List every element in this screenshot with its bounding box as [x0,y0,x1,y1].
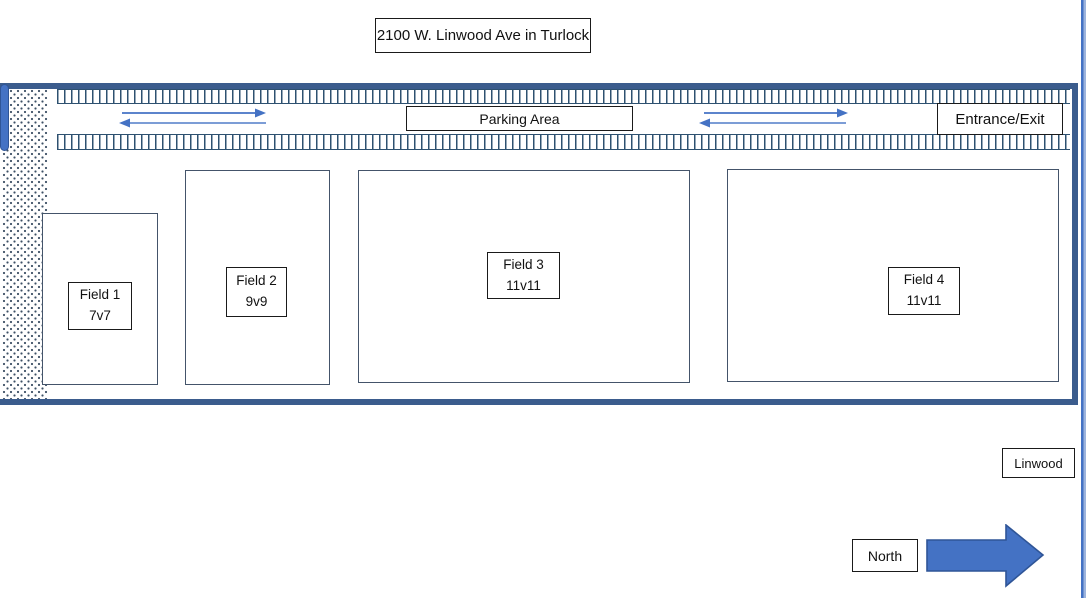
field-2-label-box: Field 2 9v9 [226,267,287,317]
entrance-exit-text: Entrance/Exit [955,110,1045,128]
parking-stalls-bottom-band [57,134,1070,150]
road-end-cap [0,84,9,151]
field-size: 7v7 [89,308,111,323]
field-4-label-box: Field 4 11v11 [888,267,960,315]
walkway-dotted-strip [2,89,48,399]
field-name: Field 2 [236,273,277,289]
entrance-exit-box: Entrance/Exit [937,103,1063,135]
linwood-street-box: Linwood [1002,448,1075,478]
traffic-arrow-left-icon [119,118,266,128]
linwood-street-text: Linwood [1014,455,1063,471]
traffic-arrow-right-icon [704,108,848,118]
field-3-label-box: Field 3 11v11 [487,252,560,299]
traffic-arrow-right-icon [122,108,266,118]
field-size: 11v11 [506,277,541,293]
parking-stalls-top-band [57,89,1070,104]
north-label-box: North [852,539,918,572]
field-size: 11v11 [906,293,942,308]
field-name: Field 3 [503,256,544,272]
parking-area-text: Parking Area [479,110,560,127]
address-title-box: 2100 W. Linwood Ave in Turlock [375,18,591,53]
traffic-arrow-left-icon [699,118,846,128]
field-name: Field 4 [903,272,945,288]
north-label-text: North [867,547,903,564]
field-name: Field 1 [79,287,121,303]
page-edge-line [1081,0,1087,598]
parking-area-label-box: Parking Area [406,106,633,131]
field-1-label-box: Field 1 7v7 [68,282,132,330]
field-size: 9v9 [245,294,268,309]
address-title-text: 2100 W. Linwood Ave in Turlock [376,27,590,44]
north-arrow-icon [926,524,1045,588]
